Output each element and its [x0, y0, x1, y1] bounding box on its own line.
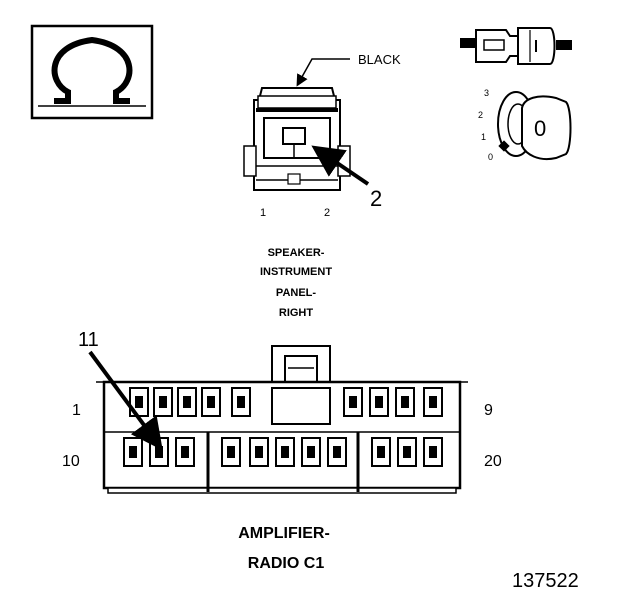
speaker-title-line-3: PANEL- — [276, 287, 316, 299]
top-row-cavities — [129, 387, 443, 417]
amplifier-title-line-2: RADIO C1 — [248, 555, 325, 572]
ohm-symbol-box — [30, 24, 154, 120]
key-position-0: 0 — [488, 152, 493, 162]
row-label-9: 9 — [484, 402, 493, 419]
row-label-10: 10 — [62, 453, 80, 470]
amplifier-title-line-1: AMPLIFIER- — [238, 525, 330, 542]
speaker-title-line-4: RIGHT — [279, 307, 314, 319]
callout-2: 2 — [370, 186, 382, 211]
row-label-1: 1 — [72, 402, 81, 419]
key-switch-icon: 3 2 1 0 0 — [478, 88, 572, 162]
row-label-20: 20 — [484, 453, 502, 470]
speaker-title-line-2: INSTRUMENT — [260, 266, 332, 278]
pin-label-1: 1 — [260, 207, 266, 219]
key-position-indicator: 0 — [534, 116, 546, 141]
ohm-icon — [51, 36, 133, 104]
pin-label-2: 2 — [324, 207, 330, 219]
figure-number: 137522 — [512, 570, 579, 592]
speaker-connector: BLACK 2 1 2 SPEAKER- INSTRUMENT PANEL- R… — [243, 52, 401, 319]
speaker-title-line-1: SPEAKER- — [268, 247, 325, 259]
amplifier-connector: 11 1 9 10 20 AMPLIFIER- RADIO C1 — [62, 329, 502, 572]
callout-11: 11 — [78, 329, 99, 351]
connector-side-view-icon — [460, 27, 572, 65]
connector-color-label: BLACK — [358, 52, 401, 67]
key-position-3: 3 — [484, 88, 489, 98]
key-position-1: 1 — [481, 132, 486, 142]
key-position-2: 2 — [478, 110, 483, 120]
